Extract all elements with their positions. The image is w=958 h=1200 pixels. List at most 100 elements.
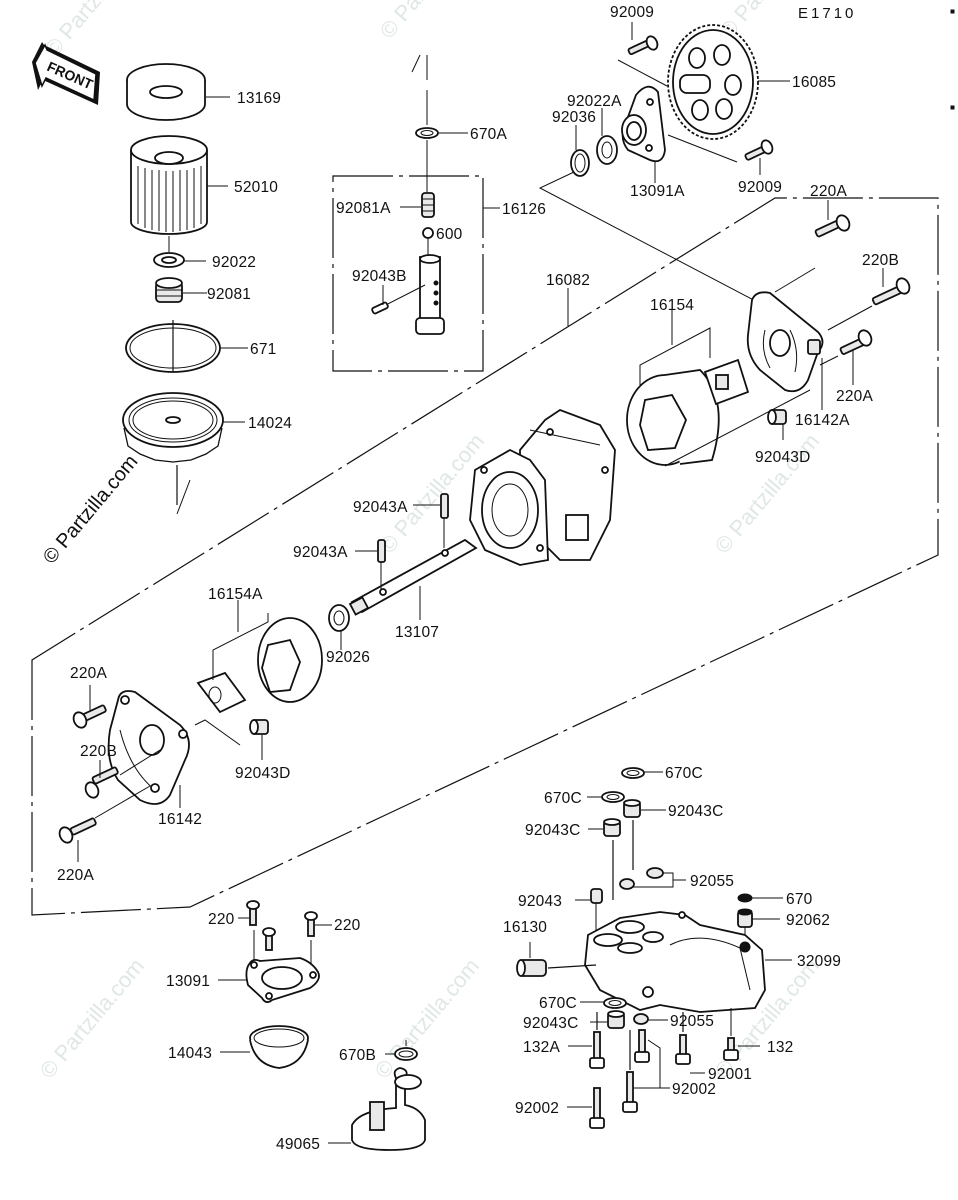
part-label: 92026 — [326, 649, 370, 666]
part-label: 132 — [767, 1039, 793, 1056]
part-92043B-pin — [371, 284, 426, 315]
diagram-code: E1710 — [798, 5, 856, 22]
part-label: 670C — [665, 765, 703, 782]
part-label: 220A — [57, 867, 94, 884]
part-16142A-pump-cover — [746, 291, 824, 393]
part-16085-gear — [667, 24, 759, 140]
part-label: 670C — [539, 995, 577, 1012]
part-label: 13091 — [166, 973, 210, 990]
part-92055-plug-2 — [633, 1013, 649, 1025]
part-670C-o-ring-3 — [603, 997, 627, 1009]
part-92009-screw-top — [627, 35, 659, 56]
part-16154-outer-rotor — [626, 369, 720, 466]
part-label: 92081 — [207, 286, 251, 303]
part-92081-spring — [155, 277, 183, 303]
part-32099-oil-pump-housing — [584, 911, 766, 1013]
part-label: 16154 — [650, 297, 694, 314]
part-label: 92043 — [518, 893, 562, 910]
part-label: 16085 — [792, 74, 836, 91]
part-220-screw-center — [262, 927, 276, 951]
dot-mark — [950, 9, 955, 14]
part-670A-o-ring — [415, 127, 439, 139]
dot-mark — [950, 105, 955, 110]
part-92002-bolt-3 — [589, 1087, 605, 1129]
part-label: 92022A — [567, 93, 622, 110]
part-label: 13169 — [237, 90, 281, 107]
part-220B-bolt-right — [871, 277, 911, 306]
part-label: 92055 — [690, 873, 734, 890]
part-92043A-pin-2 — [377, 539, 386, 563]
part-220A-bolt-right-1 — [814, 214, 851, 238]
part-label: 220A — [836, 388, 873, 405]
part-label: 92043C — [525, 822, 581, 839]
part-671-o-ring — [125, 320, 221, 373]
part-label: 52010 — [234, 179, 278, 196]
part-13091A-bracket — [621, 85, 666, 163]
part-label: 220A — [810, 183, 847, 200]
part-label: 92001 — [708, 1066, 752, 1083]
part-92062-plug — [737, 908, 753, 928]
part-92043D-dowel-left — [249, 719, 269, 735]
part-label: 92009 — [610, 4, 654, 21]
part-92081A-spring — [421, 192, 435, 218]
part-92009-screw-bottom — [744, 139, 774, 161]
part-label: 92036 — [552, 109, 596, 126]
watermark: © Partzilla.com — [35, 954, 149, 1084]
assembly-frame-16082 — [31, 197, 939, 916]
part-label: 92009 — [738, 179, 782, 196]
part-13169-magnet-cap — [126, 63, 206, 121]
part-label: 32099 — [797, 953, 841, 970]
part-670C-o-ring-2 — [601, 791, 625, 803]
part-14043-strainer — [249, 1025, 309, 1069]
part-92043A-pin-1 — [440, 493, 449, 519]
part-label: 220A — [70, 665, 107, 682]
watermark: © Partzilla.com — [375, 0, 489, 43]
part-92043-dowel — [590, 888, 603, 904]
part-label: 92055 — [670, 1013, 714, 1030]
part-92043C-dowel-3 — [607, 1010, 625, 1029]
part-label: 92043A — [353, 499, 408, 516]
part-label: 92002 — [672, 1081, 716, 1098]
part-label: 600 — [436, 226, 463, 243]
part-132A-bolt — [589, 1031, 605, 1069]
part-220B-bolt-left — [84, 766, 119, 799]
part-16154A-outer-rotor — [257, 617, 323, 703]
part-label: 14043 — [168, 1045, 212, 1062]
part-16154A-inner-rotor — [196, 671, 247, 714]
part-670B-o-ring — [394, 1047, 418, 1061]
part-label: 16154A — [208, 586, 263, 603]
part-600-ball — [422, 227, 434, 239]
part-label: 14024 — [248, 415, 292, 432]
part-label: 220B — [862, 252, 899, 269]
part-16130-fitting — [516, 959, 547, 977]
part-label: 16082 — [546, 272, 590, 289]
part-label: 92081A — [336, 200, 391, 217]
part-label: 670 — [786, 891, 813, 908]
part-pump-body — [469, 408, 616, 566]
part-label: 92002 — [515, 1100, 559, 1117]
part-label: 92022 — [212, 254, 256, 271]
part-92043D-dowel-right — [767, 409, 787, 425]
part-14024-filter-cover — [122, 392, 224, 515]
part-label: 220 — [334, 917, 361, 934]
part-relief-valve-body — [415, 254, 445, 335]
part-label: 16142 — [158, 811, 202, 828]
part-92043C-dowel-1 — [623, 799, 641, 818]
part-670C-o-ring-1 — [621, 767, 645, 779]
part-label: 92043C — [523, 1015, 579, 1032]
part-52010-oil-filter — [130, 135, 208, 235]
part-92036-circlip — [570, 149, 590, 177]
part-132-bolt — [723, 1037, 739, 1061]
part-label: 92043B — [352, 268, 407, 285]
part-670-o-ring — [737, 893, 753, 903]
watermark: © Partzilla.com — [370, 954, 484, 1084]
part-label: 671 — [250, 341, 276, 358]
part-label: 670A — [470, 126, 507, 143]
part-label: 16142A — [795, 412, 850, 429]
part-220-screw-2 — [304, 911, 318, 937]
part-92002-bolt-2 — [622, 1071, 638, 1113]
part-label: 49065 — [276, 1136, 320, 1153]
part-220-screw-1 — [246, 900, 260, 926]
part-92055-plug-1 — [619, 867, 664, 890]
